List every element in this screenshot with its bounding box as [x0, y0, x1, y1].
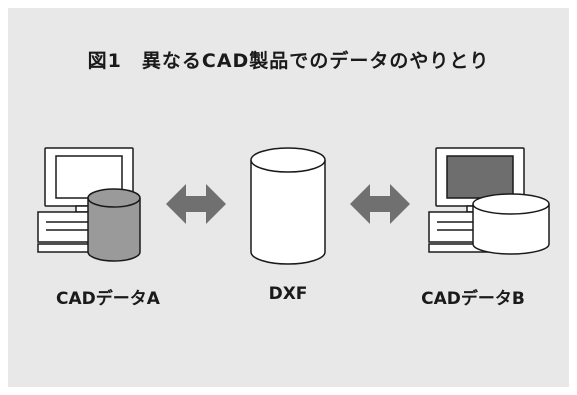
label-cad-data-a: CADデータA	[56, 289, 160, 309]
diagram-canvas	[37, 147, 550, 265]
label-cad-data-b: CADデータB	[421, 289, 525, 309]
database-b-icon	[472, 193, 550, 255]
double-arrow-left-icon	[166, 184, 226, 224]
label-dxf: DXF	[268, 284, 308, 304]
dxf-cylinder-icon	[250, 147, 326, 265]
screen-a	[55, 155, 123, 199]
diagram-figure: 図1 異なるCAD製品でのデータのやりとり	[8, 8, 569, 387]
database-a-icon	[87, 188, 141, 262]
double-arrow-right-icon	[350, 184, 410, 224]
screen-b	[446, 155, 514, 199]
figure-title: 図1 異なるCAD製品でのデータのやりとり	[87, 50, 490, 72]
